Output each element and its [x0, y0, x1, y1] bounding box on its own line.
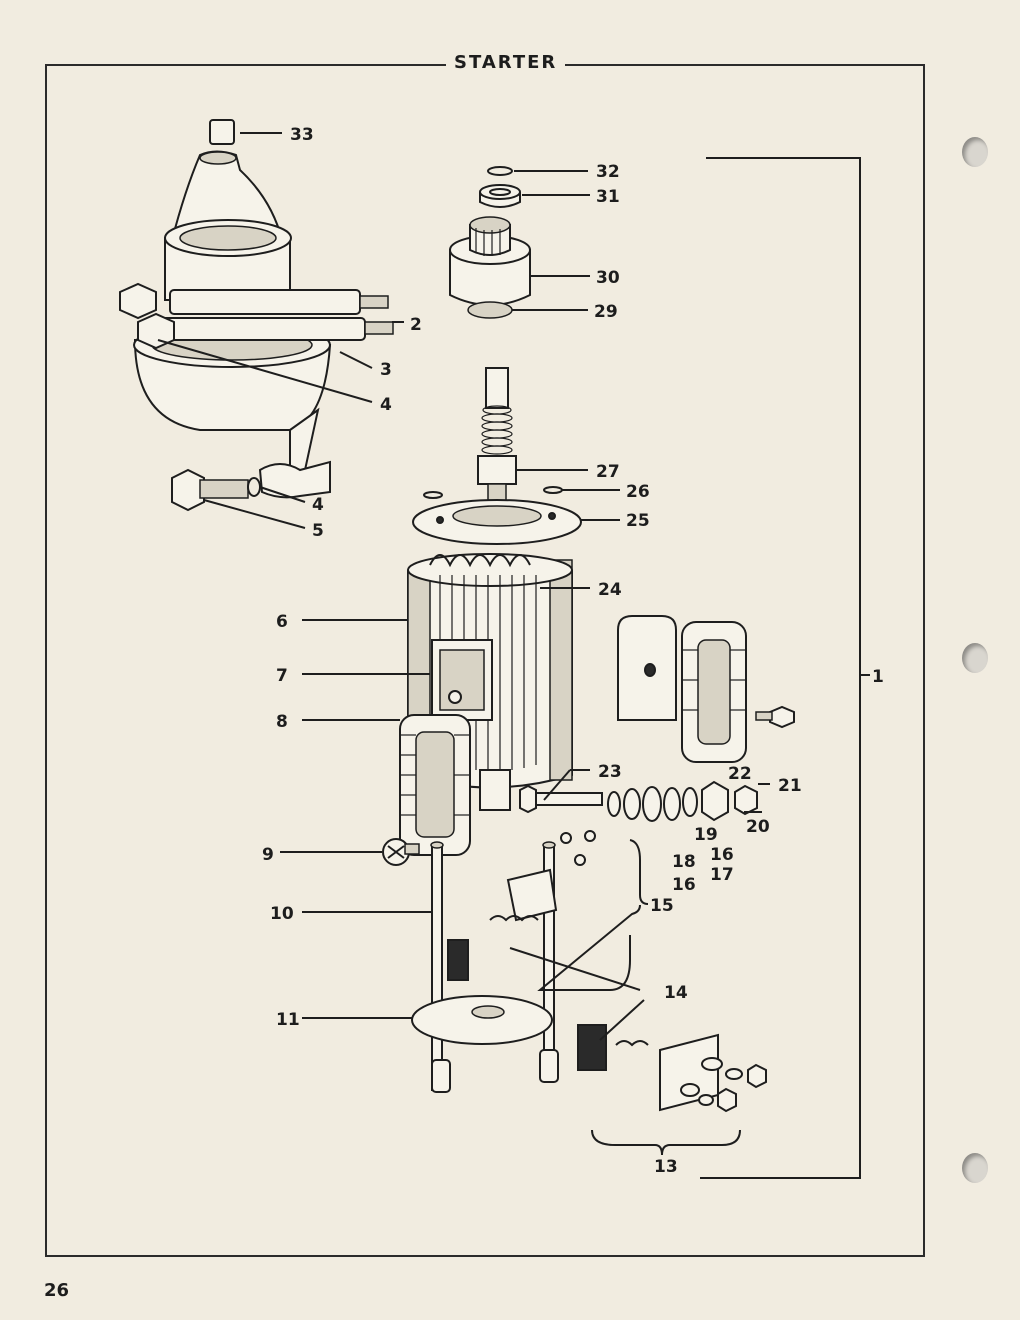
binder-hole-middle — [962, 643, 988, 673]
callout-17: 17 — [710, 865, 734, 885]
callout-18: 18 — [672, 852, 696, 872]
part-29-nut — [467, 301, 513, 319]
callout-23: 23 — [598, 762, 622, 782]
part-8-field-coil — [399, 714, 471, 856]
callout-14: 14 — [664, 983, 688, 1003]
part-25-end-plate — [412, 499, 582, 545]
part-23-stud — [531, 792, 603, 806]
callout-20: 20 — [746, 817, 770, 837]
part-5-screw — [171, 468, 205, 512]
callout-32: 32 — [596, 162, 620, 182]
page-title: STARTER — [446, 52, 566, 73]
callout-3: 3 — [380, 360, 392, 380]
part-10-through-bolt — [431, 844, 443, 1091]
callout-26: 26 — [626, 482, 650, 502]
callout-13: 13 — [654, 1157, 678, 1177]
armature-shaft — [423, 367, 563, 505]
callout-2: 2 — [410, 315, 422, 335]
part-9-screw — [382, 838, 420, 866]
part-11-plate — [411, 995, 553, 1045]
brush-holder-assembly — [411, 830, 596, 1093]
part-24-windings — [429, 554, 531, 568]
callout-9: 9 — [262, 845, 274, 865]
part-33-bushing — [209, 119, 235, 145]
callout-16-upper: 16 — [710, 845, 734, 865]
gear-housing — [119, 119, 394, 512]
callout-4-upper: 4 — [380, 395, 392, 415]
drive-pinion-stack — [449, 166, 531, 319]
callout-11: 11 — [276, 1010, 300, 1030]
part-27-collar — [477, 455, 517, 485]
callout-31: 31 — [596, 187, 620, 207]
callout-1: 1 — [872, 667, 884, 687]
callout-27: 27 — [596, 462, 620, 482]
callout-33: 33 — [290, 125, 314, 145]
page-number: 26 — [44, 1280, 70, 1301]
callout-21: 21 — [778, 776, 802, 796]
callout-4-lower: 4 — [312, 495, 324, 515]
callout-8: 8 — [276, 712, 288, 732]
part-31-washer — [479, 184, 521, 200]
callout-6: 6 — [276, 612, 288, 632]
part-13-brush-assembly — [577, 1024, 767, 1113]
right-field-assembly — [617, 615, 795, 763]
callout-16-lower: 16 — [672, 875, 696, 895]
callout-15: 15 — [650, 896, 674, 916]
callout-30: 30 — [596, 268, 620, 288]
part-26-washer — [543, 486, 563, 494]
binder-hole-bottom — [962, 1153, 988, 1183]
callout-24: 24 — [598, 580, 622, 600]
callout-25: 25 — [626, 511, 650, 531]
binder-hole-top — [962, 137, 988, 167]
callout-29: 29 — [594, 302, 618, 322]
leader-lines — [157, 132, 870, 1179]
callout-22: 22 — [728, 764, 752, 784]
terminal-stud-assembly — [519, 780, 758, 822]
callout-5: 5 — [312, 521, 324, 541]
callout-10: 10 — [270, 904, 294, 924]
part-32-ring — [487, 166, 513, 176]
callout-numbers: 33 32 31 30 29 2 3 4 4 5 27 26 25 24 6 7… — [262, 125, 884, 1177]
callout-19: 19 — [694, 825, 718, 845]
part-2-bolt — [169, 289, 361, 315]
callout-7: 7 — [276, 666, 288, 686]
